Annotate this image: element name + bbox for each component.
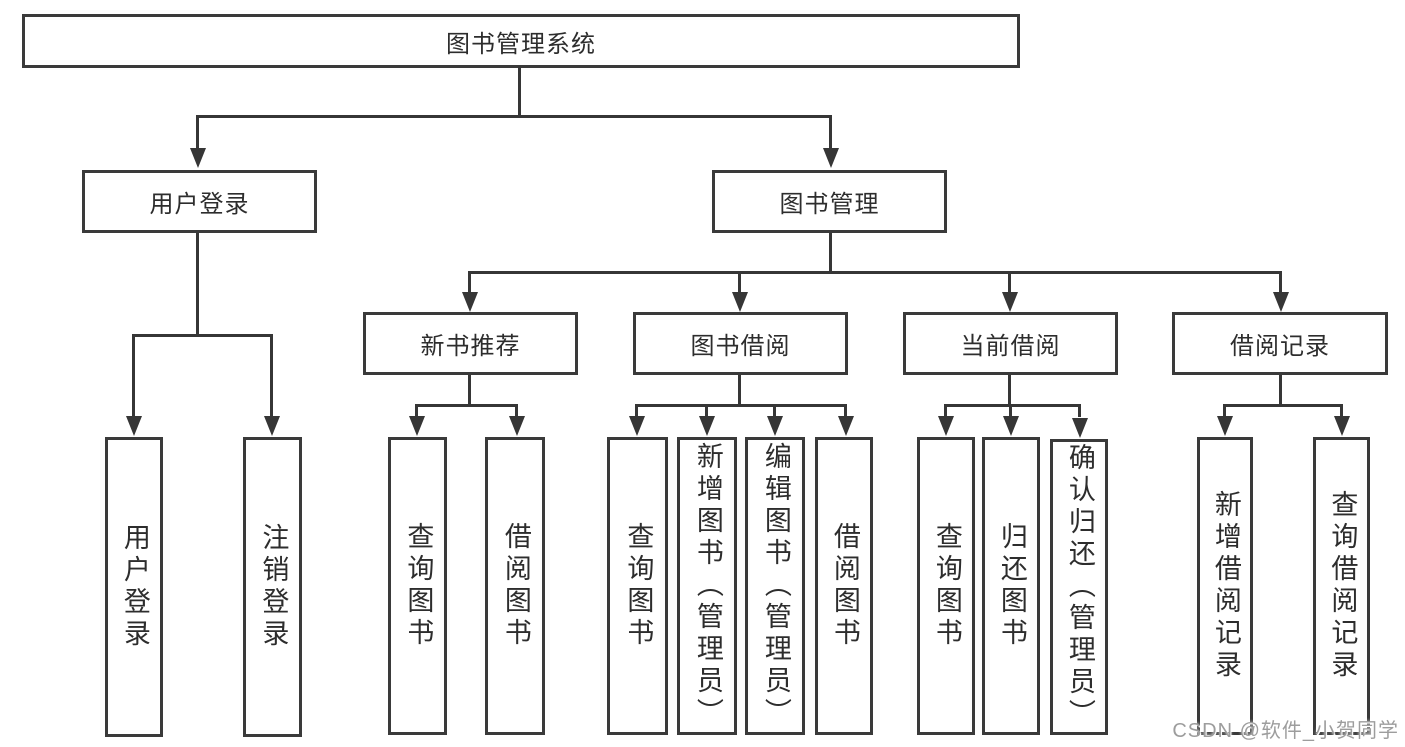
leaf-record-add-label: 新增借阅记录 (1210, 490, 1241, 682)
arrow-user-login (190, 148, 206, 168)
leaf-borrow-query-label: 查询图书 (623, 522, 654, 650)
node-new-book: 新书推荐 (363, 312, 578, 375)
node-root-label: 图书管理系统 (446, 30, 596, 58)
connector-currentborrow-rail (944, 404, 1081, 407)
arrow-newbook (462, 292, 478, 312)
leaf-current-return-label: 归还图书 (996, 522, 1027, 650)
node-borrow-record: 借阅记录 (1172, 312, 1388, 375)
connector-bookborrow-stub (738, 271, 741, 294)
node-user-login-label: 用户登录 (149, 191, 250, 218)
leaf-current-return: 归还图书 (982, 437, 1040, 735)
leaf-newbook-borrow: 借阅图书 (485, 437, 545, 735)
connector-bookborrow-rail (635, 404, 847, 407)
connector-bb3-stub (773, 404, 776, 417)
node-root: 图书管理系统 (22, 14, 1020, 68)
connector-bb2-stub (705, 404, 708, 417)
leaf-current-query-label: 查询图书 (931, 522, 962, 650)
leaf-borrow-edit-admin-label: 编辑图书（管理员） (760, 442, 791, 730)
node-book-mgmt-label: 图书管理 (779, 191, 880, 218)
csdn-watermark: CSDN @软件_小贺同学 (1172, 720, 1399, 742)
connector-currentborrow-stem (1008, 375, 1011, 407)
arrow-currentborrow (1002, 292, 1018, 312)
leaf-current-query: 查询图书 (917, 437, 975, 735)
arrow-bb4 (838, 416, 854, 436)
node-book-borrow: 图书借阅 (633, 312, 848, 375)
leaf-borrow-add-admin: 新增图书（管理员） (677, 437, 737, 735)
connector-nb2-stub (515, 404, 518, 417)
connector-r1-stub (1223, 404, 1226, 417)
leaf-logout: 注销登录 (243, 437, 302, 737)
connector-newbook-stem (468, 375, 471, 407)
connector-borrowrecord-stub (1279, 271, 1282, 294)
arrow-bb2 (699, 416, 715, 436)
arrow-bb1 (629, 416, 645, 436)
leaf-record-query-label: 查询借阅记录 (1327, 490, 1358, 682)
leaf-current-confirm-admin-label: 确认归还（管理员） (1064, 443, 1095, 731)
arrow-book-mgmt (823, 148, 839, 168)
arrow-cb2 (1003, 416, 1019, 436)
leaf-newbook-query: 查询图书 (388, 437, 447, 735)
connector-user-login-stem (196, 233, 199, 337)
connector-book-mgmt-stem (829, 233, 832, 274)
leaf-borrow-add-admin-label: 新增图书（管理员） (692, 442, 723, 730)
leaf-borrow-edit-admin: 编辑图书（管理员） (745, 437, 805, 735)
node-borrow-record-label: 借阅记录 (1230, 333, 1330, 360)
leaf-borrow-book: 借阅图书 (815, 437, 873, 735)
node-book-borrow-label: 图书借阅 (690, 333, 791, 360)
leaf-logout-label: 注销登录 (258, 523, 289, 651)
connector-to-book-mgmt (829, 115, 832, 150)
connector-newbook-rail (415, 404, 518, 407)
connector-root-stem (518, 66, 521, 117)
connector-nb1-stub (415, 404, 418, 417)
leaf-borrow-query: 查询图书 (607, 437, 668, 735)
connector-cb1-stub (944, 404, 947, 417)
connector-ul2-stub (270, 334, 273, 417)
arrow-bb3 (767, 416, 783, 436)
leaf-newbook-borrow-label: 借阅图书 (500, 522, 531, 650)
connector-cb2-stub (1009, 404, 1012, 417)
arrow-nb1 (409, 416, 425, 436)
leaf-current-confirm-admin: 确认归还（管理员） (1050, 439, 1108, 735)
connector-root-rail (196, 115, 832, 118)
arrow-borrowrecord (1273, 292, 1289, 312)
connector-r2-stub (1340, 404, 1343, 417)
leaf-borrow-book-label: 借阅图书 (829, 522, 860, 650)
arrow-r2 (1334, 416, 1350, 436)
leaf-record-add: 新增借阅记录 (1197, 437, 1253, 735)
connector-bb4-stub (844, 404, 847, 417)
node-book-mgmt: 图书管理 (712, 170, 947, 233)
connector-borrowrecord-rail (1223, 404, 1343, 407)
connector-newbook-stub (468, 271, 471, 294)
connector-bb1-stub (635, 404, 638, 417)
arrow-r1 (1217, 416, 1233, 436)
connector-book-mgmt-rail (468, 271, 1282, 274)
connector-bookborrow-stem (738, 375, 741, 407)
node-current-borrow-label: 当前借阅 (960, 333, 1061, 360)
arrow-cb1 (938, 416, 954, 436)
leaf-user-login: 用户登录 (105, 437, 163, 737)
arrow-nb2 (509, 416, 525, 436)
connector-ul1-stub (132, 334, 135, 417)
connector-currentborrow-stub (1008, 271, 1011, 294)
arrow-cb3 (1072, 418, 1088, 438)
connector-to-user-login (196, 115, 199, 150)
node-current-borrow: 当前借阅 (903, 312, 1118, 375)
connector-user-login-rail (132, 334, 273, 337)
leaf-user-login-label: 用户登录 (119, 523, 150, 651)
node-new-book-label: 新书推荐 (420, 333, 521, 360)
connector-borrowrecord-stem (1279, 375, 1282, 407)
arrow-ul1 (126, 416, 142, 436)
leaf-record-query: 查询借阅记录 (1313, 437, 1370, 735)
leaf-newbook-query-label: 查询图书 (403, 522, 434, 650)
arrow-bookborrow (732, 292, 748, 312)
connector-cb3-stub (1078, 404, 1081, 417)
arrow-ul2 (264, 416, 280, 436)
node-user-login: 用户登录 (82, 170, 317, 233)
